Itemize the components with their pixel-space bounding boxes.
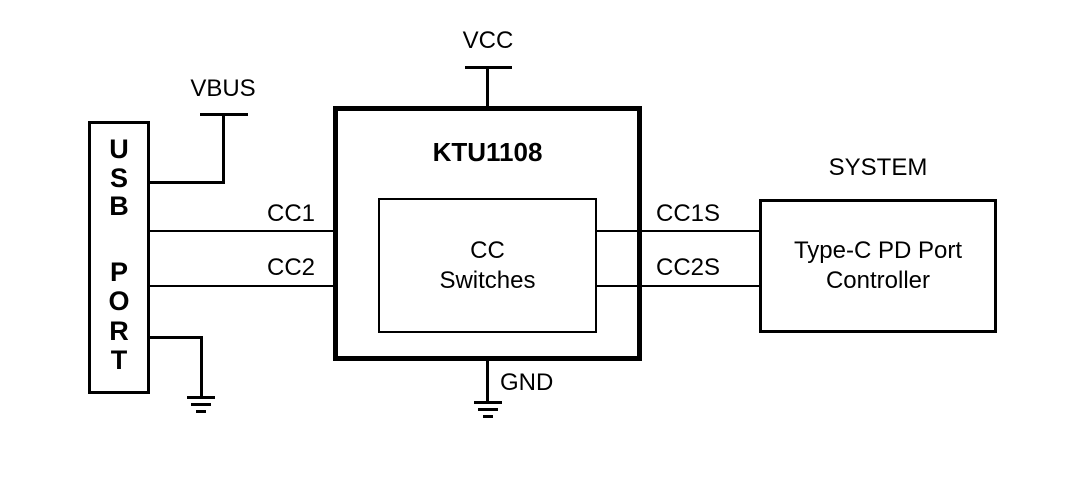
system-label: SYSTEM — [828, 154, 928, 181]
pd-controller-label-line1: Type-C PD Port — [793, 237, 963, 264]
vbus-label: VBUS — [190, 75, 256, 102]
cc1-wire — [150, 230, 378, 232]
cc1s-pin-label: CC1S — [656, 200, 721, 227]
cc-switches-block: CC Switches — [378, 198, 597, 333]
cc2-pin-label: CC2 — [266, 254, 315, 281]
usb-ground-wire-horizontal — [150, 336, 203, 339]
gnd-label: GND — [500, 369, 554, 396]
cc1s-wire — [597, 230, 759, 232]
usb-port-letter: O — [108, 286, 130, 316]
cc1-pin-label: CC1 — [266, 200, 315, 227]
usb-port-letter: P — [109, 257, 128, 287]
ground-bar-3 — [483, 415, 493, 418]
pd-controller-label-line2: Controller — [825, 267, 931, 294]
usb-port-letter: B — [109, 191, 129, 221]
ground-bar-3 — [196, 410, 206, 413]
usb-port-box: U S B P O R T — [88, 121, 150, 394]
vbus-wire-horizontal — [150, 181, 225, 184]
ground-bar-2 — [478, 408, 498, 411]
usb-port-letter: S — [109, 163, 128, 193]
ground-bar-2 — [191, 403, 211, 406]
cc2s-pin-label: CC2S — [656, 254, 721, 281]
usb-port-letter: R — [109, 316, 129, 346]
chip-name-label: KTU1108 — [432, 137, 543, 167]
pd-port-controller-box: Type-C PD Port Controller — [759, 199, 997, 333]
gnd-wire — [486, 358, 489, 403]
vbus-wire-vertical — [222, 113, 225, 183]
cc-switches-label-line1: CC — [470, 236, 505, 264]
ground-bar-1 — [474, 401, 502, 404]
vcc-label: VCC — [462, 27, 514, 54]
vcc-wire — [486, 66, 489, 108]
ground-bar-1 — [187, 396, 215, 399]
cc-switches-label-line2: Switches — [439, 266, 536, 294]
usb-port-letter: T — [110, 345, 128, 375]
usb-port-letter: U — [109, 134, 129, 164]
cc2s-wire — [597, 285, 759, 287]
usb-ground-wire-vertical — [200, 336, 203, 398]
cc2-wire — [150, 285, 378, 287]
